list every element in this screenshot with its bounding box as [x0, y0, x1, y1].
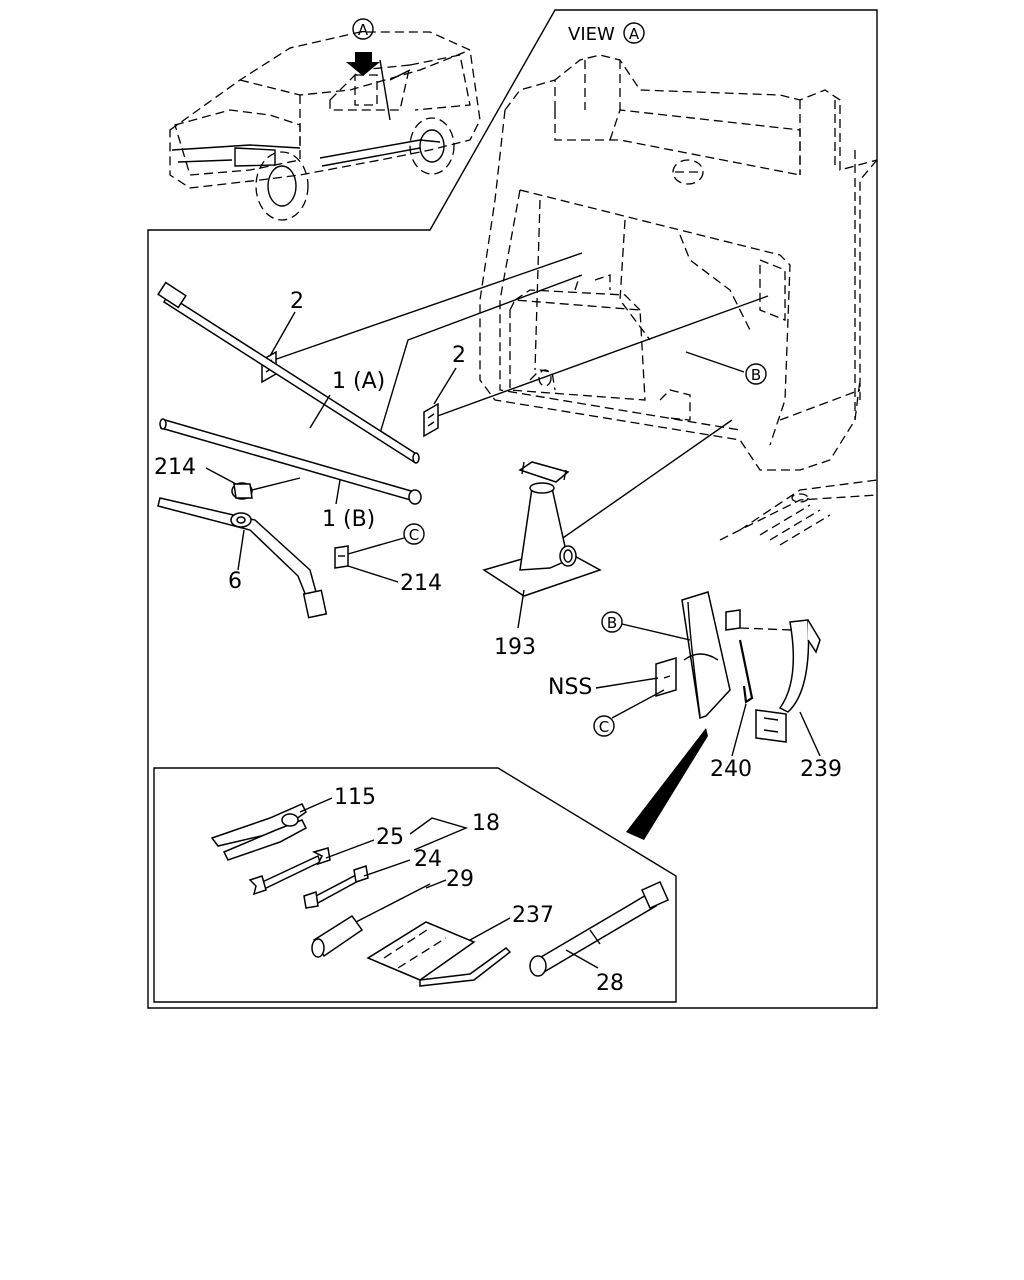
label-2b: 2 — [452, 343, 466, 368]
label-240: 240 — [710, 757, 752, 782]
leader-b1 — [685, 351, 745, 373]
strap-239 — [739, 619, 821, 743]
tool-bag-237 — [366, 921, 512, 987]
label-1b: 1 (B) — [322, 507, 375, 532]
wheel-wrench-6 — [157, 497, 328, 619]
label-28: 28 — [596, 971, 624, 996]
jack-handle-1a — [157, 281, 420, 464]
ref-circle-b2 — [601, 611, 623, 633]
car-ref-label: A — [358, 21, 369, 39]
diagram-frame — [147, 9, 878, 1009]
jack-handle-1b — [159, 418, 422, 505]
clip-part-214b — [334, 545, 349, 569]
detail-pointer — [626, 728, 708, 840]
label-25: 25 — [376, 825, 404, 850]
view-ref-circle — [623, 22, 645, 44]
ref-circle-a — [352, 18, 374, 40]
wrench-24 — [303, 865, 369, 909]
wrench-25 — [248, 847, 331, 896]
bracket-240 — [738, 639, 754, 704]
label-214a: 214 — [154, 455, 196, 480]
leader-2b — [431, 295, 769, 419]
jack-bracket-assembly — [655, 591, 741, 719]
cargo-area-body — [479, 54, 878, 546]
label-239: 239 — [800, 757, 842, 782]
ref-b2-label: B — [607, 614, 617, 632]
label-115: 115 — [334, 785, 376, 810]
clip-part-214a — [231, 482, 253, 500]
label-nss: NSS — [548, 675, 592, 700]
label-214b: 214 — [400, 571, 442, 596]
extension-bar-28 — [529, 881, 669, 977]
ref-circle-b1 — [745, 363, 767, 385]
ref-circle-c2 — [593, 715, 615, 737]
label-24: 24 — [414, 847, 442, 872]
label-237: 237 — [512, 903, 554, 928]
label-2a: 2 — [290, 289, 304, 314]
jack-193 — [482, 461, 602, 597]
screwdriver-29 — [311, 883, 431, 958]
group-bracket-18 — [409, 817, 469, 851]
label-1a: 1 (A) — [332, 369, 385, 394]
view-title: VIEW — [568, 24, 615, 45]
label-29: 29 — [446, 867, 474, 892]
pliers-115 — [210, 803, 307, 861]
leader-1a — [377, 274, 583, 441]
ref-c1-label: C — [409, 526, 419, 544]
clip-part-2b — [423, 402, 439, 438]
ref-circle-c1 — [403, 523, 425, 545]
label-193: 193 — [494, 635, 536, 660]
ref-b1-label: B — [751, 366, 761, 384]
toolkit-inset-frame — [153, 767, 677, 1003]
view-ref-label: A — [629, 25, 640, 43]
leader-2a — [267, 252, 583, 363]
label-6: 6 — [228, 569, 242, 594]
leader-193 — [559, 419, 733, 541]
label-18: 18 — [472, 811, 500, 836]
ref-c2-label: C — [599, 718, 609, 736]
vehicle-overview: A — [169, 18, 481, 221]
view-arrow-icon — [346, 52, 380, 76]
